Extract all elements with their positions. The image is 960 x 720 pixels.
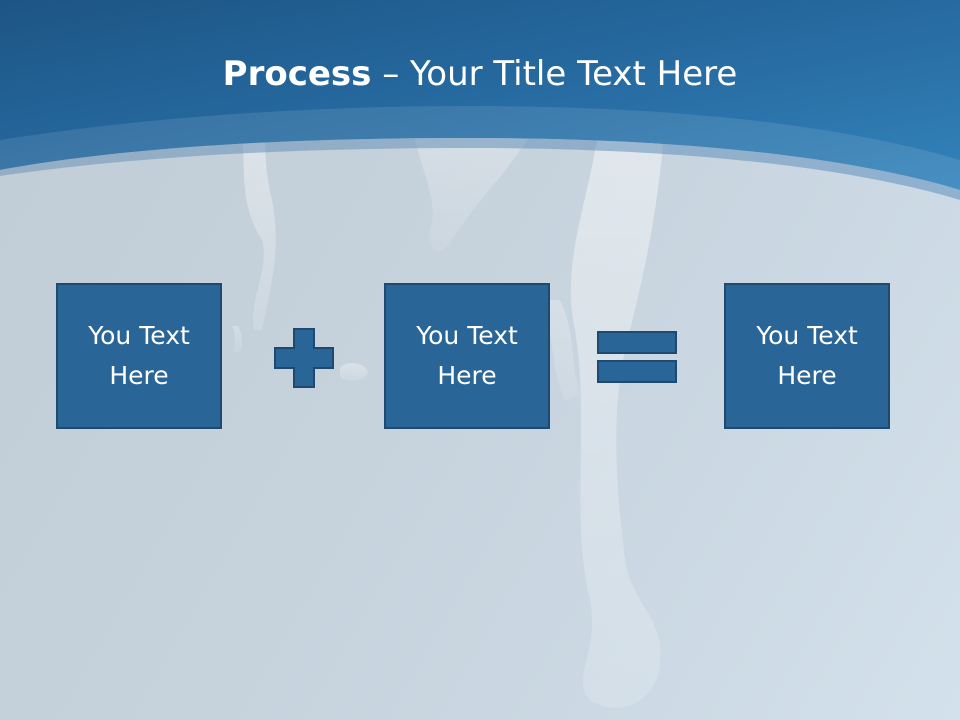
process-box-3-label: You Text Here bbox=[756, 321, 858, 390]
title-rest: Your Title Text Here bbox=[410, 54, 738, 94]
slide-title: Process – Your Title Text Here bbox=[0, 52, 960, 96]
process-box-2-label: You Text Here bbox=[416, 321, 518, 390]
title-bold-word: Process bbox=[222, 54, 372, 94]
process-box-1-label: You Text Here bbox=[88, 321, 190, 390]
title-dash: – bbox=[371, 54, 411, 94]
plus-icon bbox=[274, 328, 334, 388]
water-splash-decoration bbox=[232, 116, 665, 708]
process-box-1: You Text Here bbox=[56, 283, 222, 429]
process-box-3: You Text Here bbox=[724, 283, 890, 429]
equals-icon bbox=[597, 331, 677, 383]
process-box-2: You Text Here bbox=[384, 283, 550, 429]
